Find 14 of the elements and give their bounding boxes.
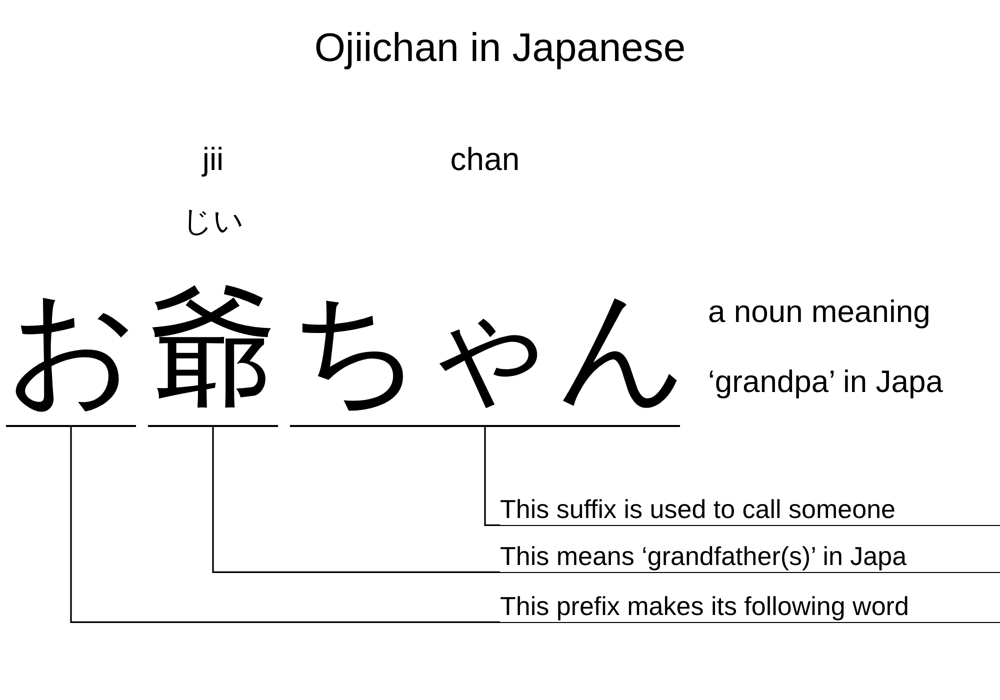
title: Ojiichan in Japanese xyxy=(314,25,686,72)
leader-line xyxy=(212,426,500,573)
romaji-reading: jii xyxy=(202,140,224,178)
underlined-japanese-text: ちゃん xyxy=(290,270,680,427)
leader-line xyxy=(484,426,500,526)
underlined-explanation-text: This prefix makes its following word xyxy=(500,591,1000,623)
underlined-explanation-text: This suffix is used to call someone xyxy=(500,494,1000,526)
underlined-explanation-text: This means ‘grandfather(s)’ in Japa xyxy=(500,541,1000,573)
romaji-reading: chan xyxy=(450,140,520,178)
underlined-japanese-text: 爺 xyxy=(148,270,278,427)
underlined-japanese-text: お xyxy=(6,270,136,427)
leader-line xyxy=(70,426,500,623)
definition-text: a noun meaning ‘grandpa’ in Japa xyxy=(708,293,944,401)
furigana-reading: じい xyxy=(182,204,244,240)
